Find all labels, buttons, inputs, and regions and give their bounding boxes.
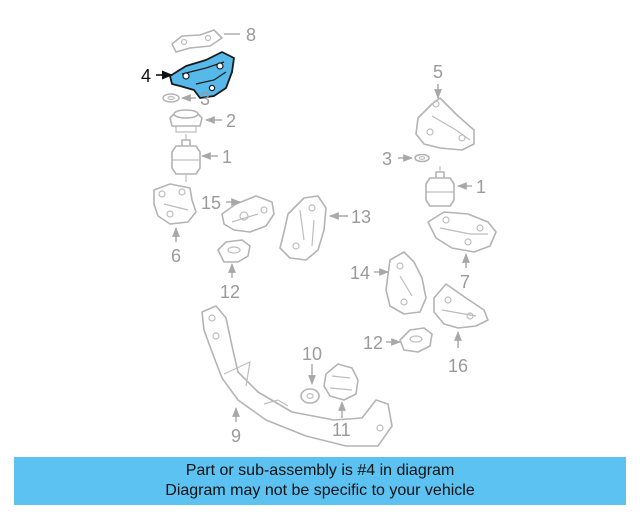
- callout-12-middle: 12: [220, 282, 240, 302]
- callout-12-right: 12: [363, 333, 383, 353]
- part-3-washer-left[interactable]: [162, 93, 180, 103]
- callout-1-right: 1: [476, 177, 486, 197]
- part-4-bracket-highlighted[interactable]: [169, 51, 235, 99]
- callout-8: 8: [246, 25, 256, 45]
- callout-15: 15: [201, 193, 221, 213]
- callout-11: 11: [332, 420, 351, 440]
- part-5-bracket[interactable]: [415, 97, 475, 151]
- part-12-pad-middle[interactable]: [217, 239, 251, 263]
- callout-14: 14: [350, 263, 370, 283]
- callout-9: 9: [231, 426, 241, 446]
- part-6-bracket[interactable]: [153, 183, 197, 225]
- part-16-bracket[interactable]: [433, 283, 489, 329]
- callout-5: 5: [433, 62, 443, 82]
- banner-line-1: Part or sub-assembly is #4 in diagram: [185, 462, 455, 479]
- callout-6: 6: [171, 246, 181, 266]
- part-1-mount-left[interactable]: [171, 134, 201, 182]
- part-11-rear-mount[interactable]: [323, 363, 359, 401]
- callout-4: 4: [141, 66, 151, 86]
- part-3-washer-right[interactable]: [414, 153, 430, 163]
- part-10-bushing[interactable]: [300, 388, 320, 404]
- part-9-crossmember[interactable]: [201, 305, 393, 447]
- callout-2: 2: [226, 111, 236, 131]
- callout-16: 16: [448, 356, 468, 376]
- part-2-insulator[interactable]: [169, 109, 203, 133]
- part-7-bracket[interactable]: [427, 211, 497, 253]
- callout-3-left: 3: [200, 89, 210, 109]
- callout-7: 7: [460, 272, 470, 292]
- part-12-pad-right[interactable]: [399, 327, 433, 353]
- callout-1-left: 1: [222, 147, 232, 167]
- part-8-shim[interactable]: [171, 29, 223, 53]
- callout-3-right: 3: [382, 149, 392, 169]
- part-14-bracket[interactable]: [385, 251, 427, 315]
- part-13-bracket[interactable]: [279, 195, 327, 261]
- callout-13: 13: [351, 207, 371, 227]
- banner-line-2: Diagram may not be specific to your vehi…: [165, 482, 475, 499]
- info-banner: Part or sub-assembly is #4 in diagram Di…: [14, 457, 626, 505]
- callout-10: 10: [302, 344, 322, 364]
- part-1-mount-right[interactable]: [425, 166, 455, 207]
